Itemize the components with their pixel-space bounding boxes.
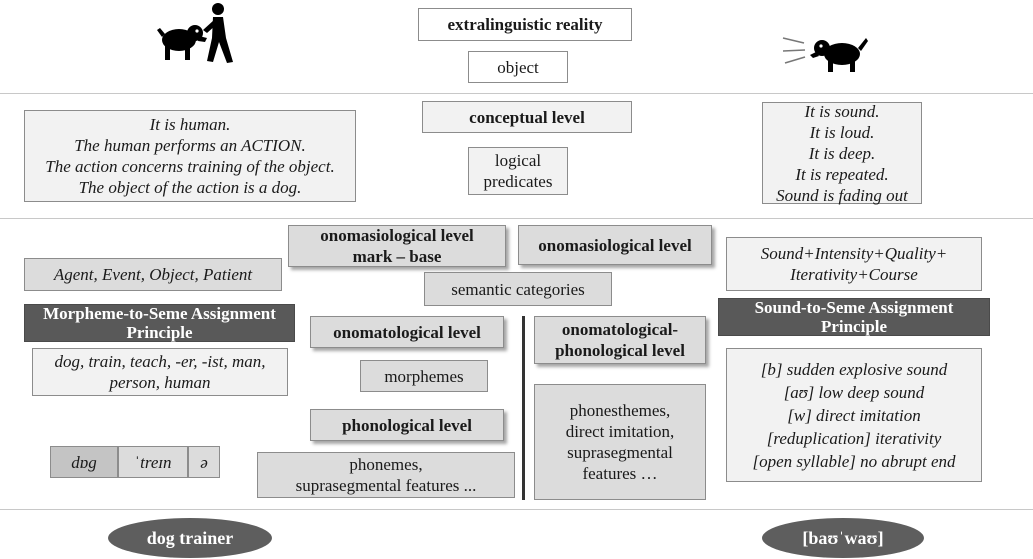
left-conceptual-description: It is human. The human performs an ACTIO… [24, 110, 356, 202]
barking-dog-icon [782, 37, 868, 72]
right-conceptual-line: Sound is fading out [776, 185, 908, 205]
extralinguistic-reality-box: extralinguistic reality [418, 8, 632, 41]
principle-line: Sound-to-Seme Assignment [754, 298, 954, 317]
sound-assignment-line: [aʊ] low deep sound [783, 382, 925, 402]
semantic-categories-box: semantic categories [424, 272, 612, 306]
output-dog-trainer: dog trainer [108, 518, 272, 558]
sound-assignment-line: [reduplication] iterativity [766, 428, 942, 448]
sound-assignment-line: [b] sudden explosive sound [760, 359, 948, 379]
right-conceptual-line: It is deep. [808, 143, 876, 163]
morpheme-to-seme-principle: Morpheme-to-Seme Assignment Principle [24, 304, 295, 342]
separator-bottom [0, 509, 1033, 510]
morphemes-list-box: dog, train, teach, -er, -ist, man, perso… [32, 348, 288, 396]
left-categories-box: Agent, Event, Object, Patient [24, 258, 282, 291]
object-box: object [468, 51, 568, 83]
right-conceptual-description: It is sound. It is loud. It is deep. It … [762, 101, 922, 205]
right-conceptual-line: It is repeated. [795, 164, 889, 184]
onomatological-phonological-level-box: onomatological- phonological level [534, 316, 706, 364]
onomasiological-level-left-box: onomasiological level mark – base [288, 225, 506, 267]
morphemes-box: morphemes [360, 360, 488, 392]
onomatological-level-box: onomatological level [310, 316, 504, 348]
phonesthemes-line: features … [582, 464, 658, 483]
onomasiological-left-line: mark – base [352, 247, 442, 266]
phonological-level-box: phonological level [310, 409, 504, 441]
onomatological-phonological-line: onomatological- [561, 320, 679, 339]
right-categories-line: Iterativity+Course [790, 265, 918, 284]
principle-line: Principle [820, 317, 888, 336]
phonesthemes-box: phonesthemes, direct imitation, supraseg… [534, 384, 706, 500]
sound-assignment-line: [w] direct imitation [787, 405, 921, 425]
phonetic-segment-train: ˈtreɪn [118, 446, 188, 478]
principle-line: Principle [126, 323, 193, 342]
left-conceptual-line: The action concerns training of the obje… [45, 157, 335, 176]
phonemes-line: phonemes, [349, 455, 423, 474]
left-conceptual-line: The human performs an ACTION. [74, 136, 306, 155]
logical-predicates-line: logical [494, 151, 542, 170]
logical-predicates-box: logical predicates [468, 147, 568, 195]
phonemes-line: suprasegmental features ... [295, 476, 477, 495]
separator-middle [0, 218, 1033, 219]
person-walking-dog-icon [157, 3, 233, 63]
right-categories-line: Sound+Intensity+Quality+ [760, 244, 948, 263]
sound-to-seme-principle: Sound-to-Seme Assignment Principle [718, 298, 990, 336]
right-conceptual-line: It is sound. [804, 101, 880, 121]
output-bow-wow: [baʊˈwaʊ] [762, 518, 924, 558]
onomatological-phonological-line: phonological level [555, 341, 685, 360]
separator-top [0, 93, 1033, 94]
right-categories-box: Sound+Intensity+Quality+ Iterativity+Cou… [726, 237, 982, 291]
phonesthemes-line: phonesthemes, [569, 401, 671, 420]
conceptual-level-box: conceptual level [422, 101, 632, 133]
phonetic-segment-dog: dɒg [50, 446, 118, 478]
left-conceptual-line: It is human. [149, 115, 231, 134]
onomasiological-left-line: onomasiological level [320, 226, 474, 245]
sound-assignment-list: [b] sudden explosive sound [aʊ] low deep… [726, 348, 982, 482]
morphemes-list-line: dog, train, teach, -er, -ist, man, [54, 352, 266, 371]
morphemes-list-line: person, human [109, 373, 211, 392]
logical-predicates-line: predicates [483, 172, 553, 191]
phonetic-segment-er: ə [188, 446, 220, 478]
principle-line: Morpheme-to-Seme Assignment [43, 304, 276, 323]
right-conceptual-line: It is loud. [809, 122, 875, 142]
left-conceptual-line: The object of the action is a dog. [78, 178, 302, 197]
phonemes-box: phonemes, suprasegmental features ... [257, 452, 515, 498]
vertical-divider [522, 316, 525, 500]
phonesthemes-line: direct imitation, [565, 422, 675, 441]
phonesthemes-line: suprasegmental [567, 443, 673, 462]
sound-assignment-line: [open syllable] no abrupt end [752, 451, 956, 471]
onomasiological-level-right-box: onomasiological level [518, 225, 712, 265]
